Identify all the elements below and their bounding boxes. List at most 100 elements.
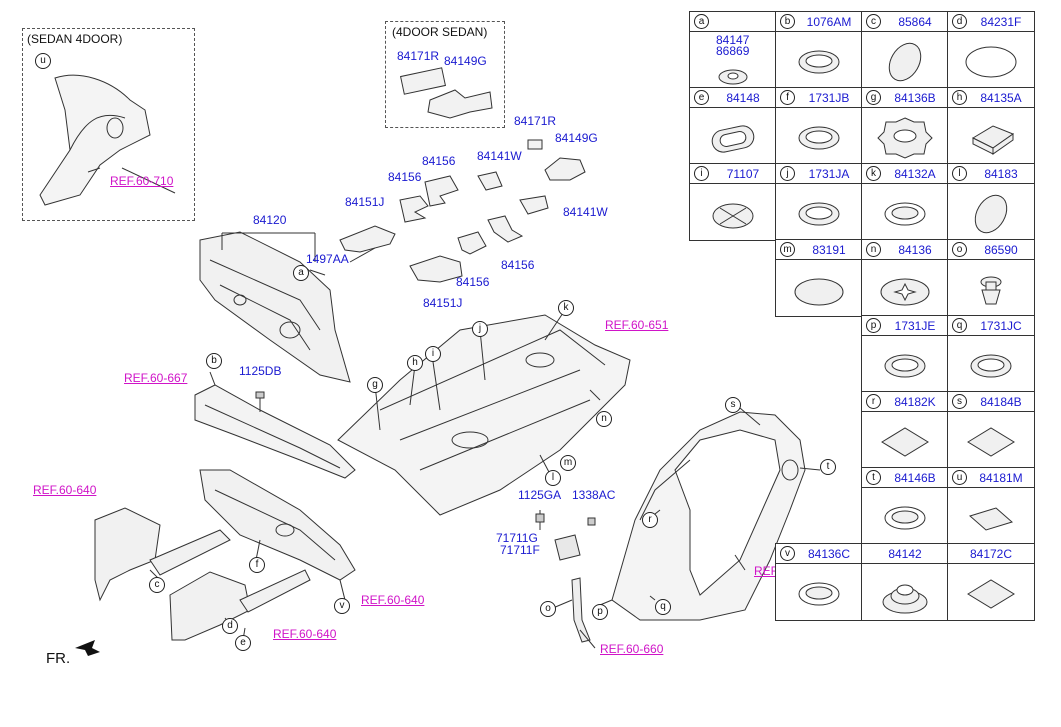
legend-letter: v: [780, 546, 795, 561]
legend-cell-header: v 84136C: [776, 544, 862, 564]
ref-link[interactable]: REF.60-640: [361, 593, 425, 607]
legend-part-number: 71107: [726, 167, 760, 181]
legend-part-number: 85864: [898, 15, 932, 29]
callout-circle: a: [293, 265, 309, 281]
legend-part-image: [776, 564, 862, 621]
4door-sedan-label: (4DOOR SEDAN): [392, 25, 488, 39]
legend-cell: i 71107: [689, 163, 777, 241]
legend-part-image: [862, 412, 948, 469]
legend-part-number: 84182K: [894, 395, 936, 409]
callout-circle: v: [334, 598, 350, 614]
legend-part-number: 1731JE: [894, 319, 936, 333]
ref-link[interactable]: REF.60-640: [33, 483, 97, 497]
legend-part-image: [776, 184, 862, 241]
callout-circle: q: [655, 599, 671, 615]
callout-circle: k: [558, 300, 574, 316]
part-label: 1125DB: [239, 364, 282, 378]
legend-part-image: [948, 108, 1034, 165]
legend-letter: o: [952, 242, 967, 257]
part-label: 84141W: [477, 149, 522, 163]
legend-part-number: 86590: [984, 243, 1018, 257]
legend-letter: g: [866, 90, 881, 105]
legend-part-number: 84148: [726, 91, 760, 105]
ref-link[interactable]: REF.60-651: [605, 318, 669, 332]
legend-part-number: 84181M: [979, 471, 1023, 485]
legend-a-part-number: 86869: [716, 44, 750, 58]
4door-sedan-box: [385, 21, 505, 128]
legend-cell: b 1076AM: [775, 11, 863, 89]
legend-part-image: [862, 184, 948, 241]
legend-part-number: 1731JB: [808, 91, 850, 105]
callout-circle: p: [592, 604, 608, 620]
legend-part-image: [776, 108, 862, 165]
callout-circle: j: [472, 321, 488, 337]
legend-cell-header: b 1076AM: [776, 12, 862, 32]
legend-letter: r: [866, 394, 881, 409]
legend-part-number: 84136C: [807, 547, 851, 561]
callout-circle: h: [407, 355, 423, 371]
part-label: 84171R: [397, 49, 440, 63]
legend-part-image: [948, 564, 1034, 621]
callout-circle: g: [367, 377, 383, 393]
legend-cell-header: o 86590: [948, 240, 1034, 260]
legend-cell-header: k 84132A: [862, 164, 948, 184]
legend-part-number: 84183: [984, 167, 1018, 181]
legend-letter: i: [694, 166, 709, 181]
front-label: FR.: [46, 650, 71, 667]
legend-part-number: 84132A: [894, 167, 936, 181]
ref-link[interactable]: REF.60-667: [124, 371, 188, 385]
legend-part-image: [776, 260, 862, 317]
legend-part-image: [690, 184, 776, 241]
callout-circle: l: [545, 470, 561, 486]
callout-circle: n: [596, 411, 612, 427]
legend-part-number: 84135A: [980, 91, 1022, 105]
legend-cell-header: i 71107: [690, 164, 776, 184]
legend-letter: l: [952, 166, 967, 181]
ref-link[interactable]: REF.60-710: [110, 174, 174, 188]
legend-letter: n: [866, 242, 881, 257]
callout-circle: f: [249, 557, 265, 573]
part-label: 1338AC: [572, 488, 616, 502]
legend-part-number: 84142: [888, 547, 922, 561]
legend-part-image: [948, 412, 1034, 469]
legend-letter: m: [780, 242, 795, 257]
legend-cell: k 84132A: [861, 163, 949, 241]
part-label: 84149G: [555, 131, 598, 145]
callout-circle: b: [206, 353, 222, 369]
legend-a-part-number: 84147: [716, 33, 750, 47]
legend-letter: s: [952, 394, 967, 409]
legend-letter: b: [780, 14, 795, 29]
legend-cell: 84142: [861, 543, 949, 621]
ref-link[interactable]: REF.60-640: [273, 627, 337, 641]
legend-part-number: 1076AM: [806, 15, 852, 29]
legend-part-image: [776, 32, 862, 89]
legend-letter: k: [866, 166, 881, 181]
legend-cell-header: a: [690, 12, 776, 32]
part-label: 84151J: [423, 296, 463, 310]
legend-part-image: [862, 564, 948, 621]
sedan-4door-label: (SEDAN 4DOOR): [27, 32, 123, 46]
legend-part-number: 84172C: [969, 547, 1013, 561]
legend-part-image: [948, 32, 1034, 89]
callout-circle: d: [222, 618, 238, 634]
legend-part-number: 84231F: [980, 15, 1022, 29]
ref-link[interactable]: REF.60-660: [600, 642, 664, 656]
legend-cell: v 84136C: [775, 543, 863, 621]
